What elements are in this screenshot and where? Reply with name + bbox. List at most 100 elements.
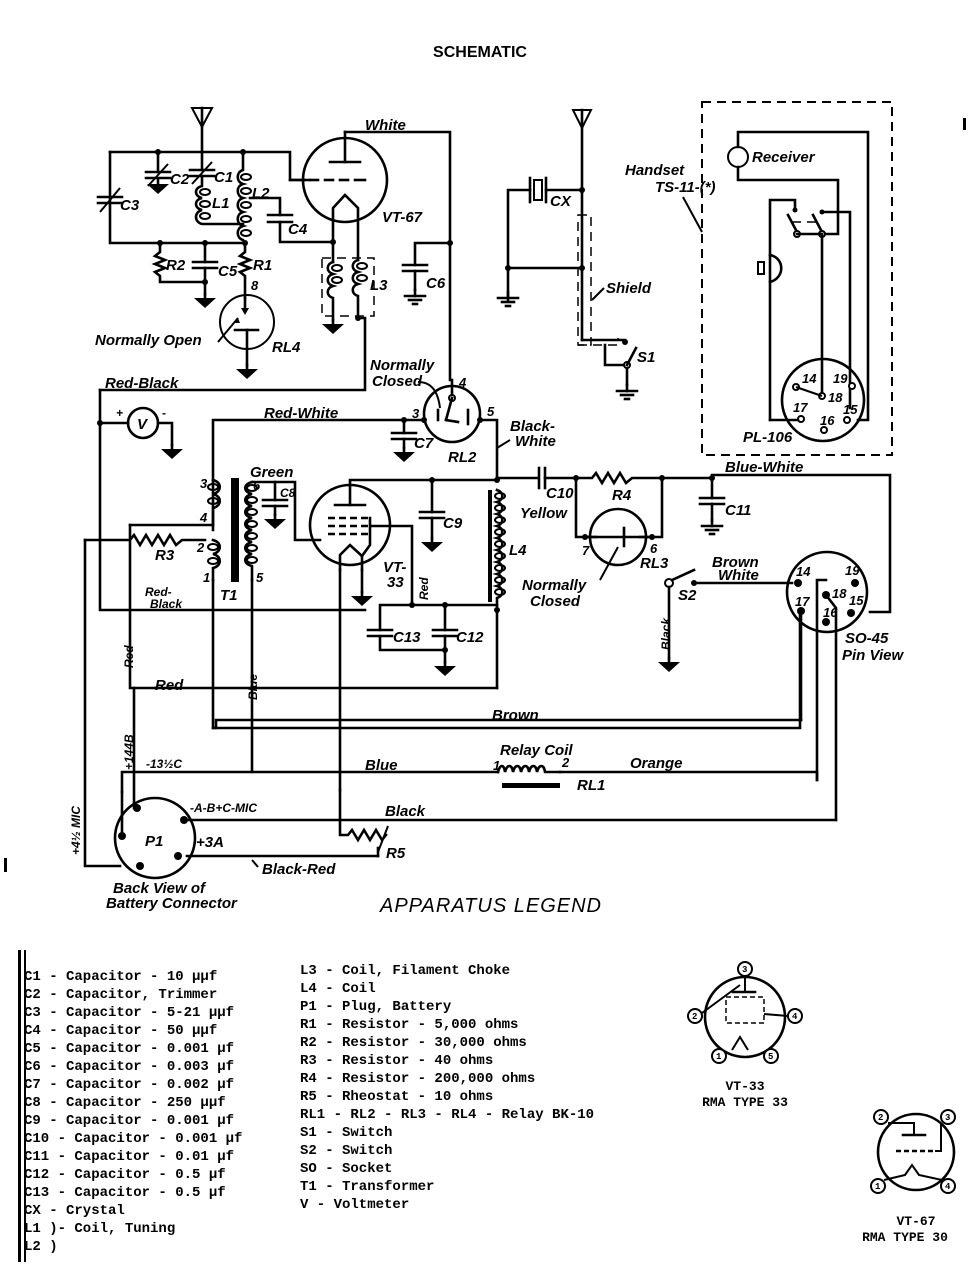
svg-text:+4½ MIC: +4½ MIC [69,806,83,855]
crystal-antenna-stage: CX Shield S1 [496,108,655,401]
svg-text:PL-106: PL-106 [743,429,793,446]
svg-text:Normally: Normally [370,357,435,374]
left-edge-tick [4,858,7,872]
svg-text:Blue: Blue [246,674,260,700]
svg-text:VT-67: VT-67 [382,209,423,226]
svg-text:Red-: Red- [145,585,172,599]
svg-text:C13: C13 [393,629,421,646]
capacitor-c2: C2 [144,149,190,196]
svg-text:Red-White: Red-White [264,405,338,422]
receiver-icon: Receiver [727,146,816,168]
legend-left-item: C4 - Capacitor - 50 μμf [24,1023,217,1039]
svg-text:SO-45: SO-45 [845,630,889,647]
svg-text:5: 5 [256,570,264,585]
svg-text:V: V [137,416,149,433]
tube-base-vt33: 3 2 4 1 5 [687,961,803,1064]
svg-text:RL4: RL4 [272,339,301,356]
capacitor-c12: C12 [410,602,499,678]
svg-text:14: 14 [802,371,817,386]
legend-left-item: C12 - Capacitor - 0.5 μf [24,1167,226,1183]
svg-text:6: 6 [650,541,658,556]
svg-text:Blue-White: Blue-White [725,459,803,476]
relay-coil-rl1: Relay Coil 1 2 RL1 [493,742,605,794]
svg-text:Battery Connector: Battery Connector [106,895,238,912]
legend-left-item: L1 )- Coil, Tuning [24,1221,175,1237]
svg-text:C6: C6 [426,275,446,292]
coil-l4: L4 [488,488,527,690]
svg-text:Orange: Orange [630,755,683,772]
svg-text:18: 18 [832,586,847,601]
svg-text:15: 15 [849,593,864,608]
legend-right-item: P1 - Plug, Battery [300,999,452,1015]
svg-text:1: 1 [203,570,210,585]
svg-text:Black: Black [150,597,183,611]
svg-text:C11: C11 [725,502,751,519]
plug-pl106: 14 19 18 17 16 15 PL-106 [743,357,866,446]
svg-text:Red: Red [155,677,184,694]
shield: Shield [577,214,652,346]
capacitor-c3: C3 [96,187,140,214]
svg-text:Black: Black [385,803,426,820]
tube-vt33: VT- 33 Red [308,477,500,792]
svg-text:C10: C10 [546,485,574,502]
svg-text:14: 14 [796,564,811,579]
svg-text:Shield: Shield [606,280,652,297]
svg-text:Closed: Closed [372,373,423,390]
svg-text:Normally: Normally [522,577,587,594]
legend-left-item: C9 - Capacitor - 0.001 μf [24,1113,234,1129]
legend-left-item: C8 - Capacitor - 250 μμf [24,1095,226,1111]
handset-ts11: Handset TS-11-(*) Receiver 14 19 18 17 1… [625,101,893,456]
svg-text:VT-67: VT-67 [896,1214,935,1229]
right-edge-tick [963,118,966,130]
svg-text:C7: C7 [414,435,434,452]
tube-vt67: White VT-67 [288,117,452,382]
svg-text:5: 5 [768,1052,773,1062]
svg-text:1: 1 [716,1052,722,1062]
transformer-t1: 3 4 2 1 6 5 T1 Green [196,464,293,604]
socket-so45: 14 19 18 17 16 15 SO-45 Pin View [785,550,904,822]
svg-text:C12: C12 [456,629,484,646]
svg-text:+144B: +144B [122,734,136,770]
tube-base-vt67: 2 3 1 4 [870,1109,956,1194]
svg-text:VT-33: VT-33 [725,1079,764,1094]
svg-text:-: - [162,406,166,420]
svg-text:S2: S2 [678,587,697,604]
svg-text:4: 4 [792,1012,798,1022]
svg-text:Black-: Black- [510,418,555,435]
svg-text:5: 5 [487,404,495,419]
legend-right-item: T1 - Transformer [300,1179,434,1195]
svg-text:CX: CX [550,193,572,210]
svg-text:RL2: RL2 [448,449,477,466]
svg-text:R3: R3 [155,547,175,564]
legend-right-item: SO - Socket [300,1161,392,1177]
svg-text:Red: Red [122,645,136,668]
svg-text:L3: L3 [370,277,388,294]
page-title: SCHEMATIC [433,44,527,61]
legend-left-item: L2 ) [24,1239,58,1255]
svg-text:Yellow: Yellow [520,505,568,522]
svg-text:C3: C3 [120,197,140,214]
svg-text:4: 4 [458,375,467,390]
svg-text:7: 7 [582,543,590,558]
legend-left-item: C1 - Capacitor - 10 μμf [24,969,217,985]
legend-right-item: L3 - Coil, Filament Choke [300,963,510,979]
legend-right-item: R2 - Resistor - 30,000 ohms [300,1035,527,1051]
svg-text:18: 18 [828,390,843,405]
svg-text:R4: R4 [612,487,632,504]
switch-s2: S2 Black Brown White [656,554,794,674]
legend-left-item: CX - Crystal [24,1203,125,1219]
capacitor-c11: C11 [698,476,751,536]
svg-text:Handset: Handset [625,162,685,179]
svg-text:C4: C4 [288,221,308,238]
svg-text:17: 17 [795,594,810,609]
crystal-cx: CX [506,176,585,302]
resistor-r2: R2 [151,241,207,284]
svg-text:L4: L4 [509,542,527,559]
resistor-r3: R3 [83,523,215,612]
svg-text:C5: C5 [218,263,238,280]
svg-text:-13½C: -13½C [146,757,182,771]
svg-text:S1: S1 [637,349,655,366]
svg-text:33: 33 [387,574,404,591]
legend-left-item: C5 - Capacitor - 0.001 μf [24,1041,234,1057]
